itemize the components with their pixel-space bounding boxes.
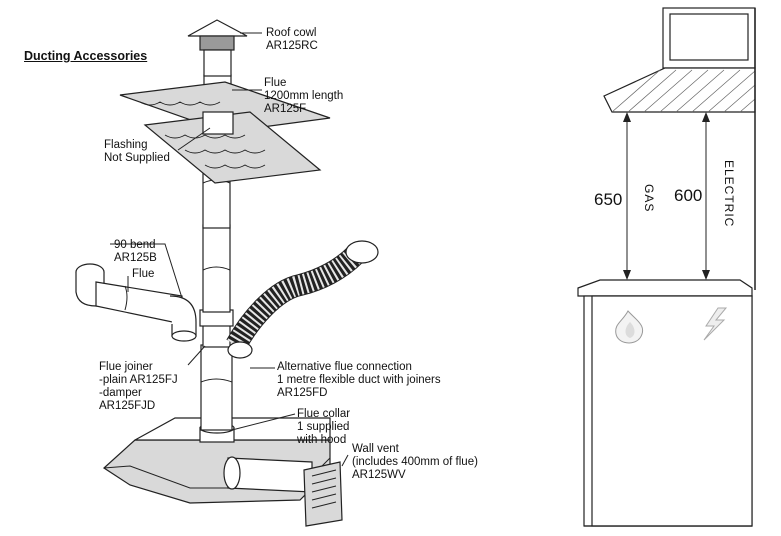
section-title: Ducting Accessories <box>24 49 148 63</box>
electric-clearance-value: 600 <box>674 186 703 205</box>
flue-left-label: Flue <box>132 268 154 281</box>
flue-top-length: 1200mm length <box>264 90 344 102</box>
leader-lines <box>110 32 349 467</box>
cooker-hood-elevation <box>577 7 756 527</box>
wall-vent-note: (includes 400mm of flue) <box>352 456 478 468</box>
roof-cowl-name: Roof cowl <box>266 27 317 39</box>
roof-cowl-code: AR125RC <box>266 40 318 52</box>
gas-clearance-value: 650 <box>594 190 623 209</box>
flue-joiner-damper-code: AR125FJD <box>99 400 156 412</box>
wall-vent-duct <box>223 456 343 527</box>
alt-connection-code: AR125FD <box>277 387 328 399</box>
flue-joiner-plain: -plain AR125FJ <box>99 374 178 386</box>
flue-joiner-label: Flue joiner -plain AR125FJ -damper AR125… <box>99 361 178 413</box>
flue-top-label: Flue 1200mm length AR125F <box>264 77 343 116</box>
alt-connection-desc: 1 metre flexible duct with joiners <box>277 374 441 386</box>
gas-clearance-label: GAS <box>642 184 656 213</box>
flashing-note: Not Supplied <box>104 152 170 164</box>
flue-left-name: Flue <box>132 268 155 280</box>
bend-name: 90 bend <box>114 239 156 251</box>
flashing-name: Flashing <box>104 139 148 151</box>
electric-bolt-icon <box>703 307 728 341</box>
flue-collar-label: Flue collar 1 supplied with hood <box>297 408 350 447</box>
bend-and-flue <box>75 263 197 342</box>
flue-collar-name: Flue collar <box>297 408 351 420</box>
bend-code: AR125B <box>114 252 157 264</box>
flexible-duct <box>226 240 379 359</box>
bend-label: 90 bend AR125B <box>114 239 157 265</box>
roof-cowl-label: Roof cowl AR125RC <box>266 27 318 53</box>
flashing <box>119 81 331 184</box>
flue-collar-note: with hood <box>297 434 347 446</box>
flue-collar-qty: 1 supplied <box>297 421 350 433</box>
flue-joiner-damper: -damper <box>99 387 142 399</box>
roof-cowl <box>187 19 248 77</box>
flue-top-code: AR125F <box>264 103 307 115</box>
wall-vent-code: AR125WV <box>352 469 406 481</box>
wall-vent-label: Wall vent (includes 400mm of flue) AR125… <box>352 443 478 482</box>
gas-flame-icon <box>615 310 644 344</box>
flue-joiner-name: Flue joiner <box>99 361 153 373</box>
wall-vent-name: Wall vent <box>352 443 399 455</box>
flashing-label: Flashing Not Supplied <box>104 139 170 165</box>
flue-top-name: Flue <box>264 77 287 89</box>
alt-connection-label: Alternative flue connection 1 metre flex… <box>277 361 441 400</box>
electric-clearance-label: ELECTRIC <box>722 160 736 228</box>
alt-connection-name: Alternative flue connection <box>277 361 412 373</box>
